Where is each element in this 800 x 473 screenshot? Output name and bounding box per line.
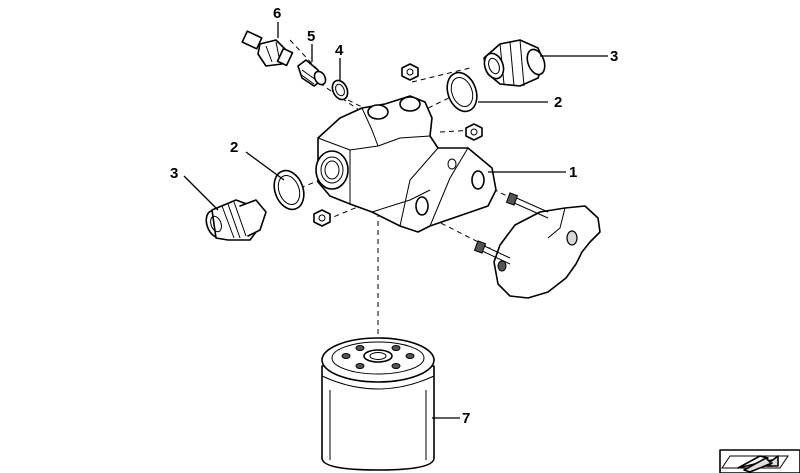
mounting-plate: [473, 192, 601, 299]
callout-labels: 1 2 2 3 3 4 5 6 7: [170, 5, 618, 427]
callout-4: 4: [335, 42, 344, 59]
leader-lines: [183, 22, 608, 419]
folded-sheet-arrow-icon: [719, 449, 800, 473]
callout-1: 1: [569, 164, 577, 181]
callout-2-right: 2: [554, 94, 562, 111]
pressure-sensor: [241, 30, 294, 67]
callout-3-right: 3: [610, 48, 618, 65]
callout-5: 5: [307, 28, 315, 45]
small-sealing-ring: [331, 79, 349, 101]
callout-6: 6: [273, 5, 281, 22]
union-fitting-right: [483, 39, 546, 87]
callout-7: 7: [462, 410, 470, 427]
callout-3-left: 3: [170, 165, 178, 182]
oil-filter-housing: [315, 95, 497, 233]
hex-nuts: [313, 63, 483, 227]
oil-filter: [321, 337, 435, 471]
union-fitting-left: [205, 199, 267, 241]
callout-2-left: 2: [230, 139, 238, 156]
screw-plug: [297, 59, 327, 87]
sealing-rings: [273, 71, 478, 211]
